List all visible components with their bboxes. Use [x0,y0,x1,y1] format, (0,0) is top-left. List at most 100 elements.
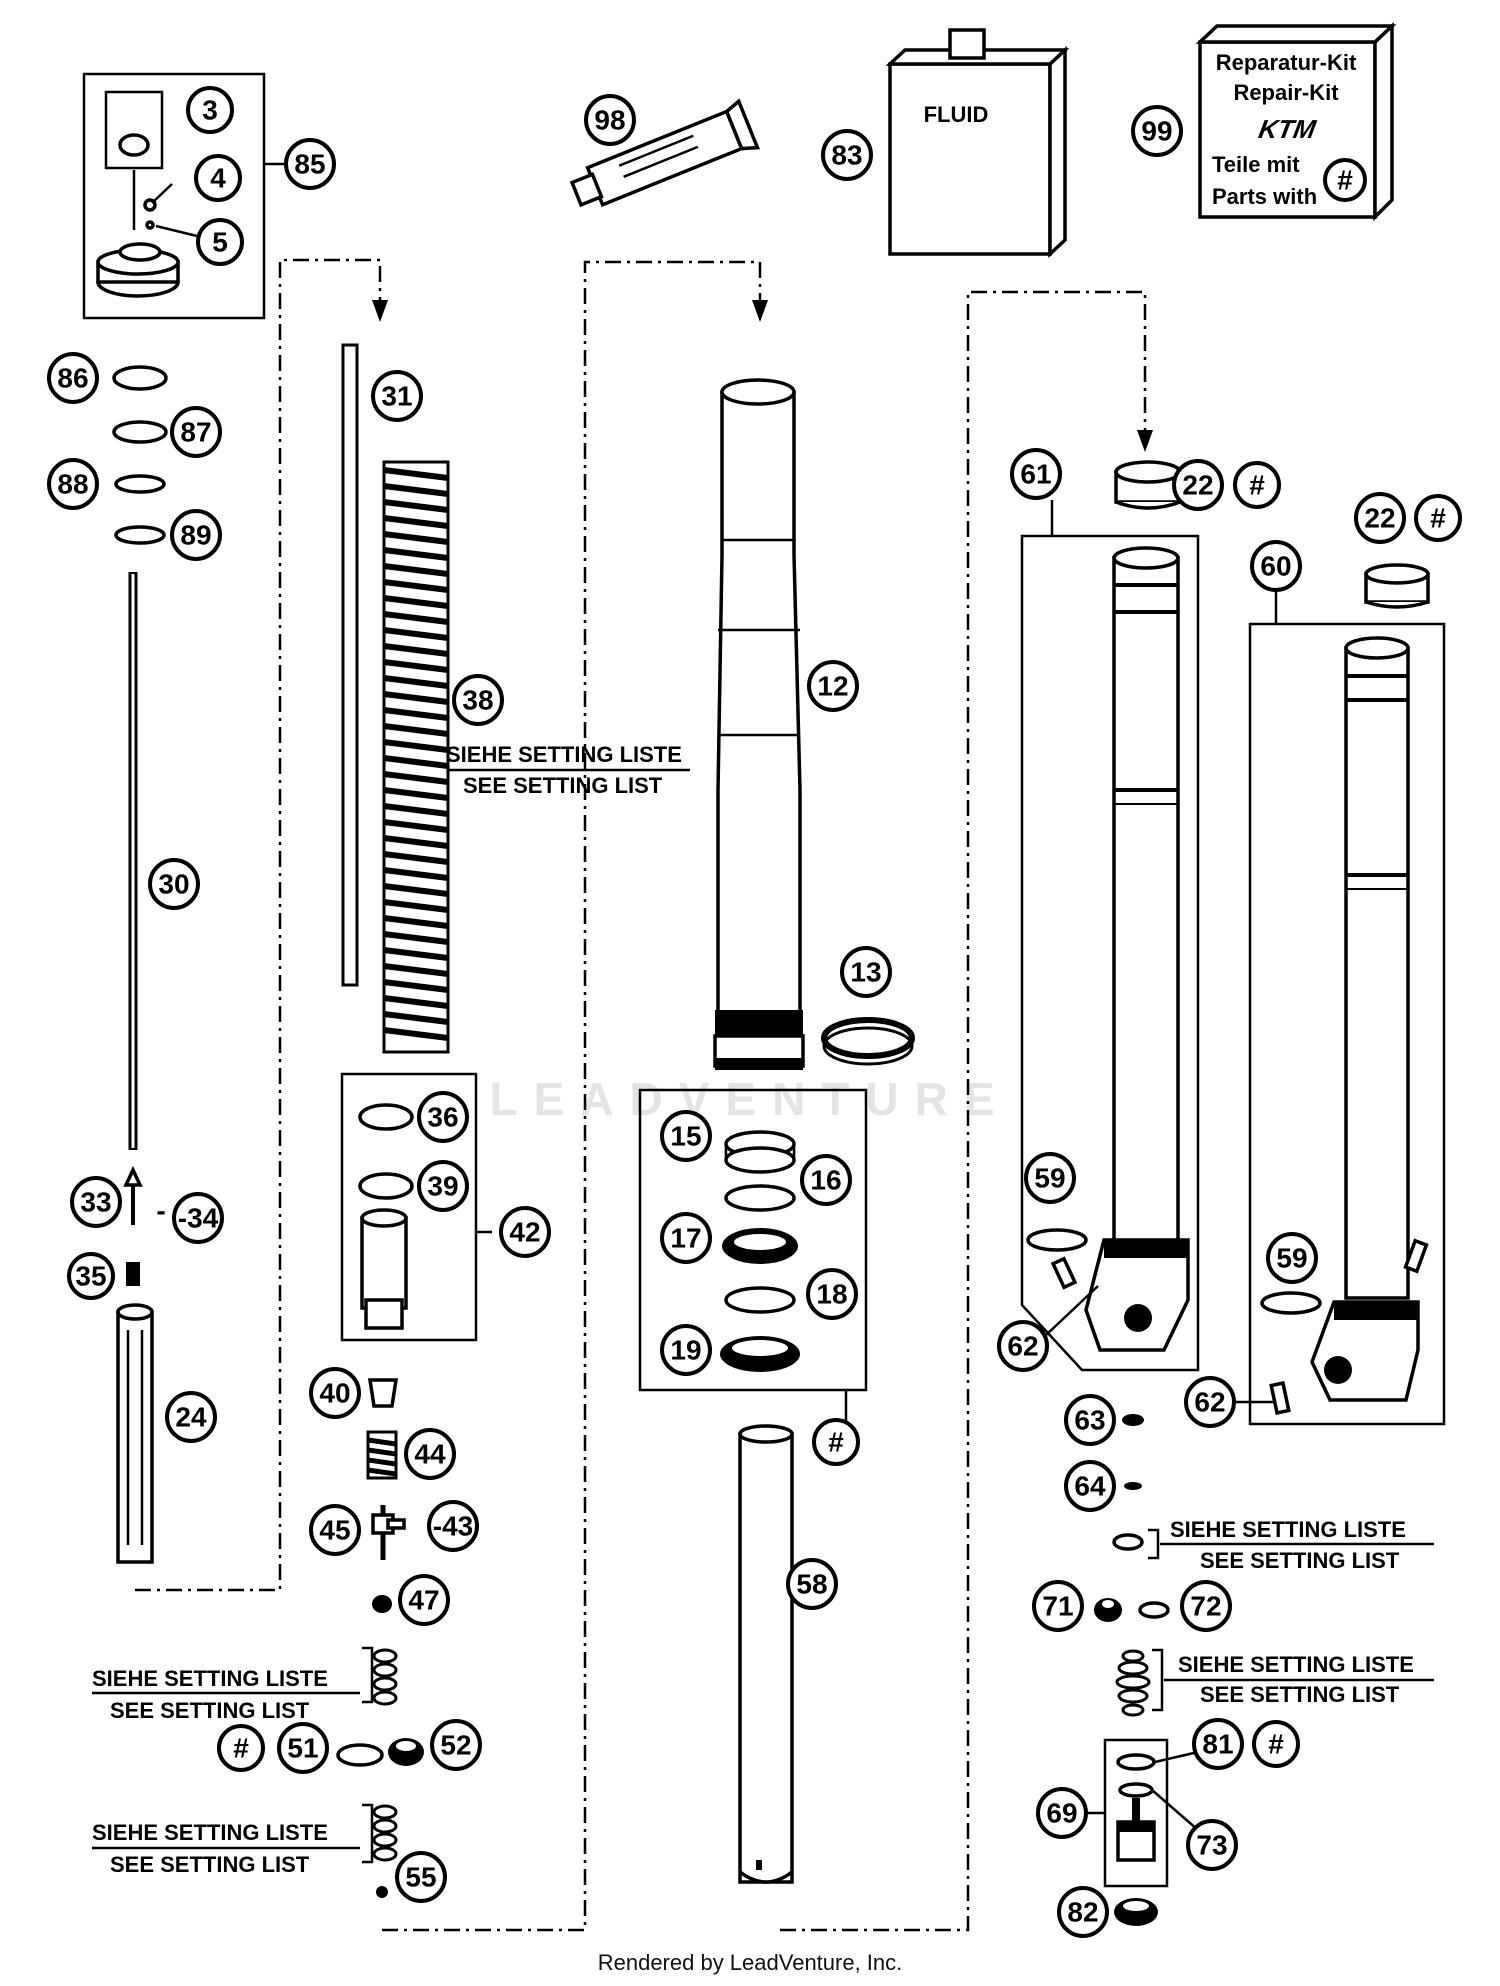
callout-71: 71 [1032,1580,1084,1632]
svg-text:60: 60 [1260,551,1291,582]
svg-text:63: 63 [1074,1405,1105,1436]
callout-31: 31 [371,370,423,422]
callout-89: 89 [170,509,222,561]
part-64 [1124,1482,1142,1490]
setting-label-en-right-1: SEE SETTING LIST [1200,1548,1400,1573]
grease-tube-98 [569,98,760,208]
watermark: LEADVENTURE [489,1073,1010,1125]
svg-text:39: 39 [427,1171,458,1202]
fork-leg-60 [1310,636,1429,1402]
callout-83: 83 [821,129,873,181]
svg-text:33: 33 [80,1187,111,1218]
callout-52: 52 [430,1719,482,1771]
seal-19 [720,1336,800,1372]
callout-73: 73 [1186,1819,1238,1871]
svg-text:#: # [1268,1729,1284,1760]
setting-label-de-left-1: SIEHE SETTING LISTE [92,1666,328,1691]
shims-stack-top [372,1648,398,1706]
svg-text:#: # [1249,470,1265,501]
svg-text:55: 55 [405,1862,436,1893]
part-40 [367,1378,399,1408]
svg-text:61: 61 [1020,459,1051,490]
setting-label-en-left-2: SEE SETTING LIST [110,1852,310,1877]
svg-text:69: 69 [1046,1798,1077,1829]
svg-text:62: 62 [1194,1387,1225,1418]
svg-text:44: 44 [414,1439,446,1470]
oring-73 [1118,1782,1154,1798]
svg-text:52: 52 [440,1730,471,1761]
svg-text:24: 24 [175,1402,207,1433]
callout-60: 60 [1250,540,1302,592]
svg-text:#: # [828,1427,844,1458]
bushing-22-b [1364,563,1430,609]
svg-text:47: 47 [408,1585,439,1616]
callout-55: 55 [395,1851,447,1903]
svg-text:85: 85 [294,149,325,180]
svg-text:59: 59 [1276,1243,1307,1274]
svg-text:87: 87 [180,417,211,448]
part-47 [372,1595,392,1613]
callout-88: 88 [47,458,99,510]
bolt-62-a [1050,1256,1078,1290]
callout-13: 13 [840,946,892,998]
part-63 [1122,1414,1144,1426]
callout-19: 19 [660,1324,712,1376]
svg-text:86: 86 [57,363,88,394]
callout-hash-51: # [217,1724,265,1772]
inner-tube-58 [738,1424,794,1884]
svg-text:31: 31 [381,381,412,412]
callout-99: 99 [1131,105,1183,157]
spring-44 [366,1430,398,1480]
washer-88 [114,474,166,494]
bushing-15 [724,1130,796,1174]
svg-text:-43: -43 [433,1511,473,1542]
callout-3: 3 [186,86,234,134]
kit-parts-en: Parts with [1212,184,1317,209]
washer-72 [1138,1601,1170,1619]
svg-text:4: 4 [210,163,226,194]
group-box-85 [82,72,266,320]
seal-kit-group [638,1088,868,1392]
seal-82 [1114,1898,1158,1926]
setting-label-de-right-2: SIEHE SETTING LISTE [1178,1652,1414,1677]
svg-text:88: 88 [57,469,88,500]
svg-text:15: 15 [670,1121,701,1152]
callout-22-b: 22 [1354,492,1406,544]
valve-45 [371,1505,406,1560]
setting-label-en-left-1: SEE SETTING LIST [110,1698,310,1723]
washer-87 [112,420,168,444]
callout-hash-kit: # [812,1418,860,1466]
callout-22-a: 22 [1172,459,1224,511]
svg-text:72: 72 [1190,1591,1221,1622]
svg-text:16: 16 [810,1165,841,1196]
svg-text:13: 13 [850,957,881,988]
callout-4: 4 [194,154,242,202]
callout-16: 16 [800,1154,852,1206]
svg-text:3: 3 [202,95,218,126]
group-box-60 [1248,622,1446,1426]
nut-52 [388,1738,424,1766]
washer-86 [112,365,168,391]
callout-47: 47 [398,1574,450,1626]
callout-82: 82 [1057,1886,1109,1938]
callout-44: 44 [404,1428,456,1480]
oring-16 [724,1184,796,1212]
svg-text:-34: -34 [178,1203,219,1234]
setting-label-en-right-2: SEE SETTING LIST [1200,1682,1400,1707]
svg-text:-: - [156,1195,165,1226]
callout-62-b: 62 [1184,1376,1236,1428]
oring-18 [724,1286,796,1314]
callout-33: 33 [70,1176,122,1228]
callout-43: -43 [427,1500,479,1552]
oring-81 [1116,1753,1156,1771]
rod-31 [341,343,359,987]
svg-text:5: 5 [212,227,228,258]
group-box-42 [340,1072,478,1342]
callout-30: 30 [148,858,200,910]
callout-87: 87 [170,406,222,458]
callout-42: 42 [499,1206,551,1258]
oring-59-b [1260,1291,1322,1315]
callout-59-a: 59 [1024,1152,1076,1204]
part-35 [126,1262,140,1286]
svg-text:38: 38 [462,685,493,716]
